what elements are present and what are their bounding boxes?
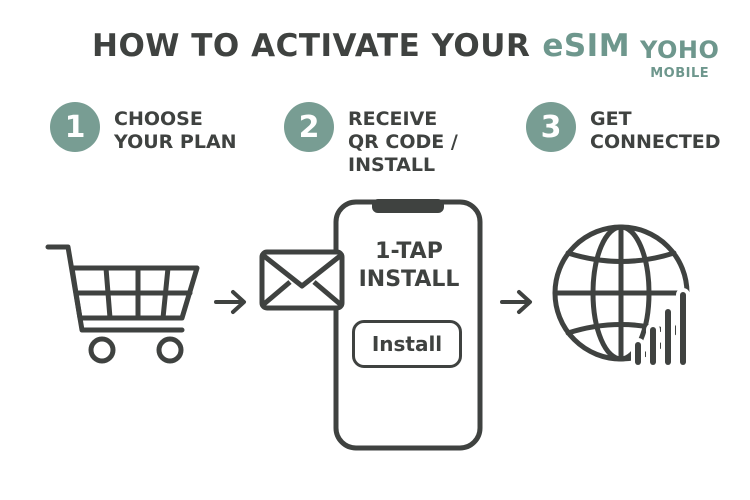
- step-3: 3 GET CONNECTED: [526, 102, 721, 154]
- brand-name: YOHO: [640, 36, 720, 64]
- step-3-label: GET CONNECTED: [590, 108, 721, 154]
- step-1-label: CHOOSE YOUR PLAN: [114, 108, 237, 154]
- arrow-right-icon: [500, 290, 532, 314]
- envelope-icon: [259, 249, 345, 311]
- title-main: HOW TO ACTIVATE YOUR: [92, 28, 531, 64]
- arrow-right-icon: [214, 290, 246, 314]
- install-button[interactable]: Install: [352, 320, 462, 368]
- step-2-number: 2: [284, 102, 334, 152]
- shopping-cart-icon: [45, 244, 200, 364]
- brand-subname: MOBILE: [650, 66, 710, 81]
- step-3-number: 3: [526, 102, 576, 152]
- title-accent: eSIM: [542, 28, 631, 64]
- brand-logo: YOHO MOBILE: [640, 38, 719, 80]
- step-2-label: RECEIVE QR CODE / INSTALL: [348, 108, 458, 177]
- step-1-number: 1: [50, 102, 100, 152]
- page-title: HOW TO ACTIVATE YOUR eSIM: [92, 28, 630, 64]
- step-2: 2 RECEIVE QR CODE / INSTALL: [284, 102, 458, 178]
- step-1: 1 CHOOSE YOUR PLAN: [50, 102, 237, 154]
- phone-caption: 1-TAP INSTALL: [358, 239, 460, 292]
- signal-bars-icon: [631, 288, 690, 369]
